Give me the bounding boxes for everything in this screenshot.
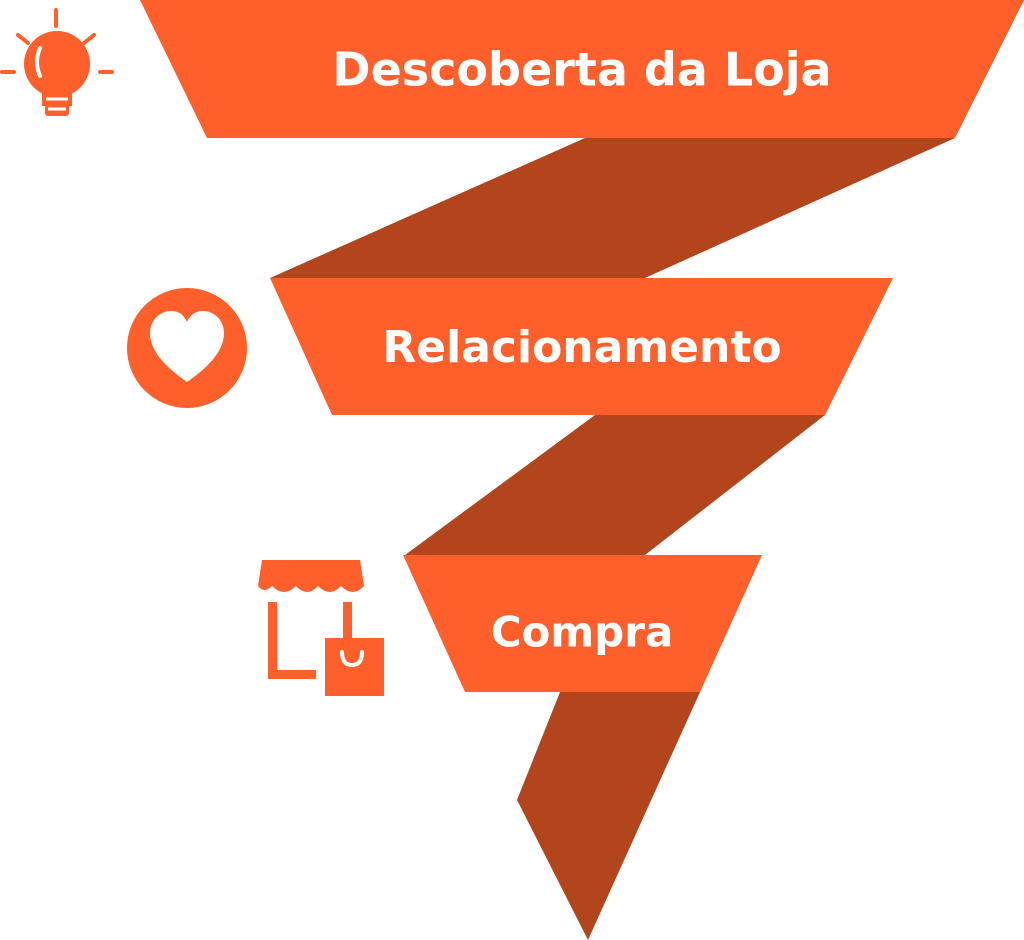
- ribbon-tail: [517, 692, 700, 940]
- stage-band-2: [270, 278, 893, 415]
- stage-band-1: [140, 0, 1024, 138]
- ribbon-segment-1: [270, 138, 955, 278]
- stage-descoberta: Descoberta da Loja: [140, 0, 1024, 138]
- stage-band-3: [403, 555, 762, 692]
- storefront-shopping-bag-icon: [258, 560, 384, 696]
- heart-icon: [127, 288, 247, 408]
- ribbon-segment-2: [405, 415, 825, 555]
- stage-compra: Compra: [403, 555, 762, 692]
- stage-label-2: Relacionamento: [382, 322, 781, 373]
- stage-relacionamento: Relacionamento: [270, 278, 893, 415]
- stage-label-3: Compra: [491, 608, 674, 657]
- lightbulb-icon: [0, 8, 114, 116]
- stage-label-1: Descoberta da Loja: [332, 43, 831, 97]
